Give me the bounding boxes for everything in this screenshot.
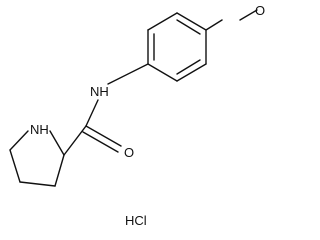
ring-bond <box>176 12 207 31</box>
structure-canvas: O NH NH O HCl <box>9 3 265 228</box>
carbonyl-double-bond <box>85 125 122 147</box>
ring-bond <box>9 130 29 151</box>
pyrrolidine-ring <box>9 130 65 187</box>
ring-bond <box>54 154 65 187</box>
methoxy-oxygen-label: O <box>255 3 265 18</box>
ring-bond <box>9 149 21 183</box>
carbonyl-double-bond <box>82 131 119 153</box>
ring-bond <box>19 181 56 187</box>
amide-linkage <box>63 63 149 156</box>
methoxy-bonds <box>205 9 258 31</box>
ring-bond <box>147 63 178 82</box>
ring-nh-label: NH <box>30 122 49 137</box>
ring-bond <box>147 12 178 31</box>
ring-double-bond <box>176 19 201 35</box>
ring-bond <box>49 130 65 156</box>
ring-double-bond <box>176 59 201 75</box>
benzene-ring <box>147 12 207 82</box>
carbonyl-oxygen-label: O <box>124 145 134 160</box>
n-carbonyl-bond <box>85 99 99 127</box>
amide-nh-label: NH <box>90 84 109 99</box>
methyl-o-bond <box>239 9 258 21</box>
ring-bond <box>176 63 207 82</box>
chemical-structure: O NH NH O HCl <box>9 3 265 228</box>
o-aryl-bond <box>205 19 223 31</box>
hcl-label: HCl <box>125 213 147 228</box>
aryl-n-bond <box>107 63 149 85</box>
carbonyl-ring-bond <box>63 125 87 156</box>
